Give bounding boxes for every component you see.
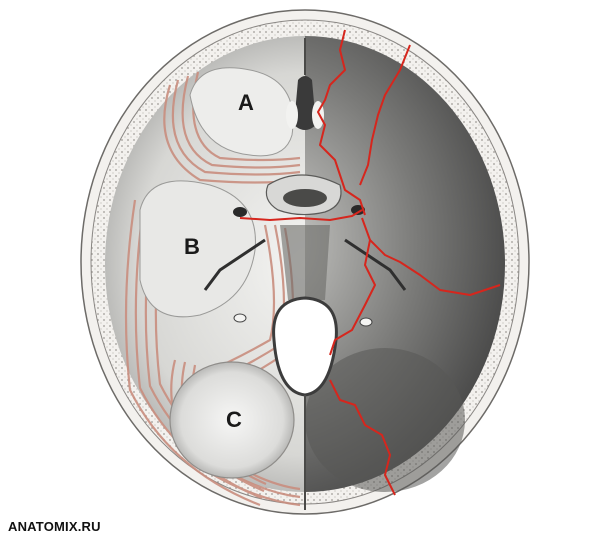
middle-fossa-b	[139, 180, 256, 318]
posterior-fossa-c	[169, 361, 295, 479]
crista-galli	[294, 76, 316, 130]
jugular-foramen-left	[233, 313, 247, 323]
label-c: C	[226, 407, 242, 432]
right-posterior-fossa	[305, 348, 465, 492]
cribriform-plate-left	[286, 101, 298, 129]
fracture-lines	[239, 29, 501, 496]
petrous-ridge-left	[203, 238, 266, 291]
jugular-foramen-right	[359, 317, 373, 327]
label-b: B	[184, 234, 200, 259]
anterior-fossa-a	[189, 67, 294, 157]
petrous-ridge-right	[344, 238, 407, 291]
pituitary-fossa	[283, 189, 327, 207]
clivus	[280, 225, 330, 300]
foramen-ovale-left	[233, 207, 247, 217]
label-a: A	[238, 90, 254, 115]
watermark: ANATOMIX.RU	[8, 519, 101, 534]
